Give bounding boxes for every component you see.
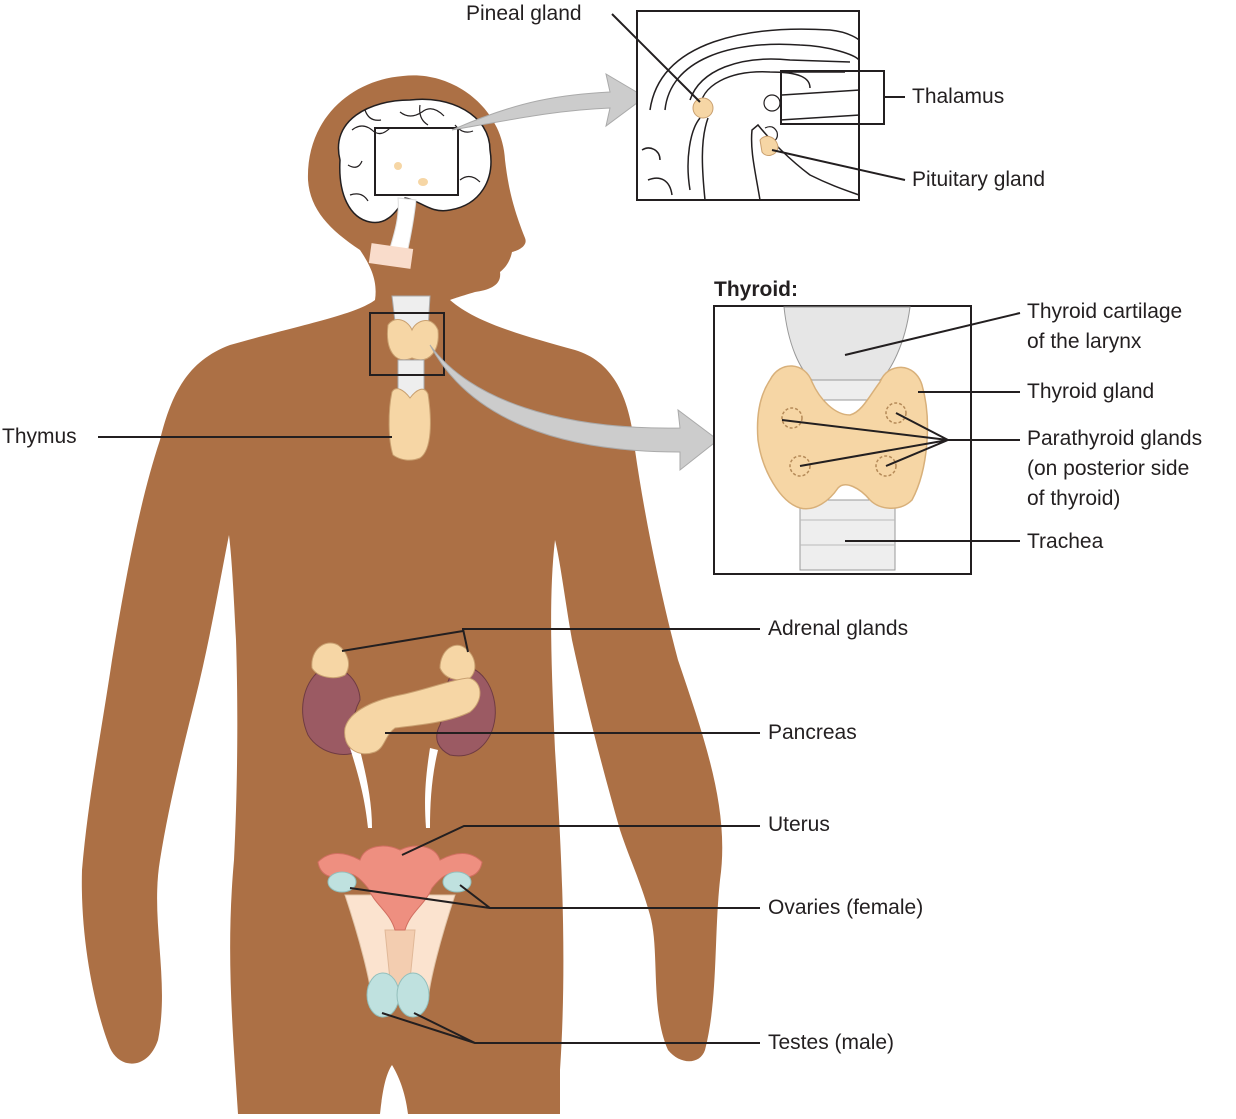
adrenal-glands-label: Adrenal glands — [768, 617, 909, 640]
pancreas — [344, 677, 481, 755]
ovary-left — [327, 871, 357, 893]
thyroid-gland-label: Thyroid gland — [1027, 380, 1155, 403]
thyroid-cartilage-label-line2: of the larynx — [1027, 330, 1142, 353]
trachea — [799, 499, 896, 571]
parathyroid-gland — [875, 455, 897, 477]
testis-left — [366, 972, 400, 1018]
thyroid-cartilage-label-line1: Thyroid cartilage — [1027, 300, 1183, 323]
parathyroid-gland — [885, 402, 907, 424]
uterus-label: Uterus — [768, 813, 830, 836]
thyroid-gland — [756, 365, 929, 510]
adrenal-gland-right — [439, 644, 476, 681]
testes-label: Testes (male) — [768, 1031, 895, 1054]
thyroid-inset — [713, 305, 972, 575]
abdomen-organs — [302, 642, 496, 828]
thymus-gland — [388, 388, 431, 461]
body-silhouette — [81, 75, 723, 1114]
brain-zoom-box — [374, 127, 459, 196]
parathyroid-gland — [781, 407, 803, 429]
thyroid-arrow — [429, 344, 719, 472]
parathyroid-gland — [789, 455, 811, 477]
leader-lines — [98, 13, 1021, 1044]
thyroid-heading: Thyroid: — [714, 278, 798, 301]
pineal-gland — [692, 97, 714, 119]
pituitary-gland-label: Pituitary gland — [912, 168, 1046, 191]
parathyroid-label-line3: of thyroid) — [1027, 487, 1121, 510]
thalamus-label: Thalamus — [912, 85, 1005, 108]
pancreas-label: Pancreas — [768, 721, 857, 744]
thyroid-gland-small — [386, 319, 439, 361]
thyroid-zoom-box — [369, 312, 445, 376]
thymus-label: Thymus — [2, 425, 77, 448]
parathyroid-label-line1: Parathyroid glands — [1027, 427, 1203, 450]
ovaries-label: Ovaries (female) — [768, 896, 924, 919]
parathyroid-label-line2: (on posterior side — [1027, 457, 1190, 480]
trachea-label: Trachea — [1027, 530, 1104, 553]
brain-inset — [636, 10, 885, 201]
pineal-gland-label: Pineal gland — [466, 2, 582, 25]
testis-right — [396, 972, 430, 1018]
adrenal-gland-left — [311, 642, 349, 679]
neck-marker — [368, 243, 414, 269]
brain-arrow — [451, 72, 646, 131]
neck-glands — [369, 295, 445, 461]
